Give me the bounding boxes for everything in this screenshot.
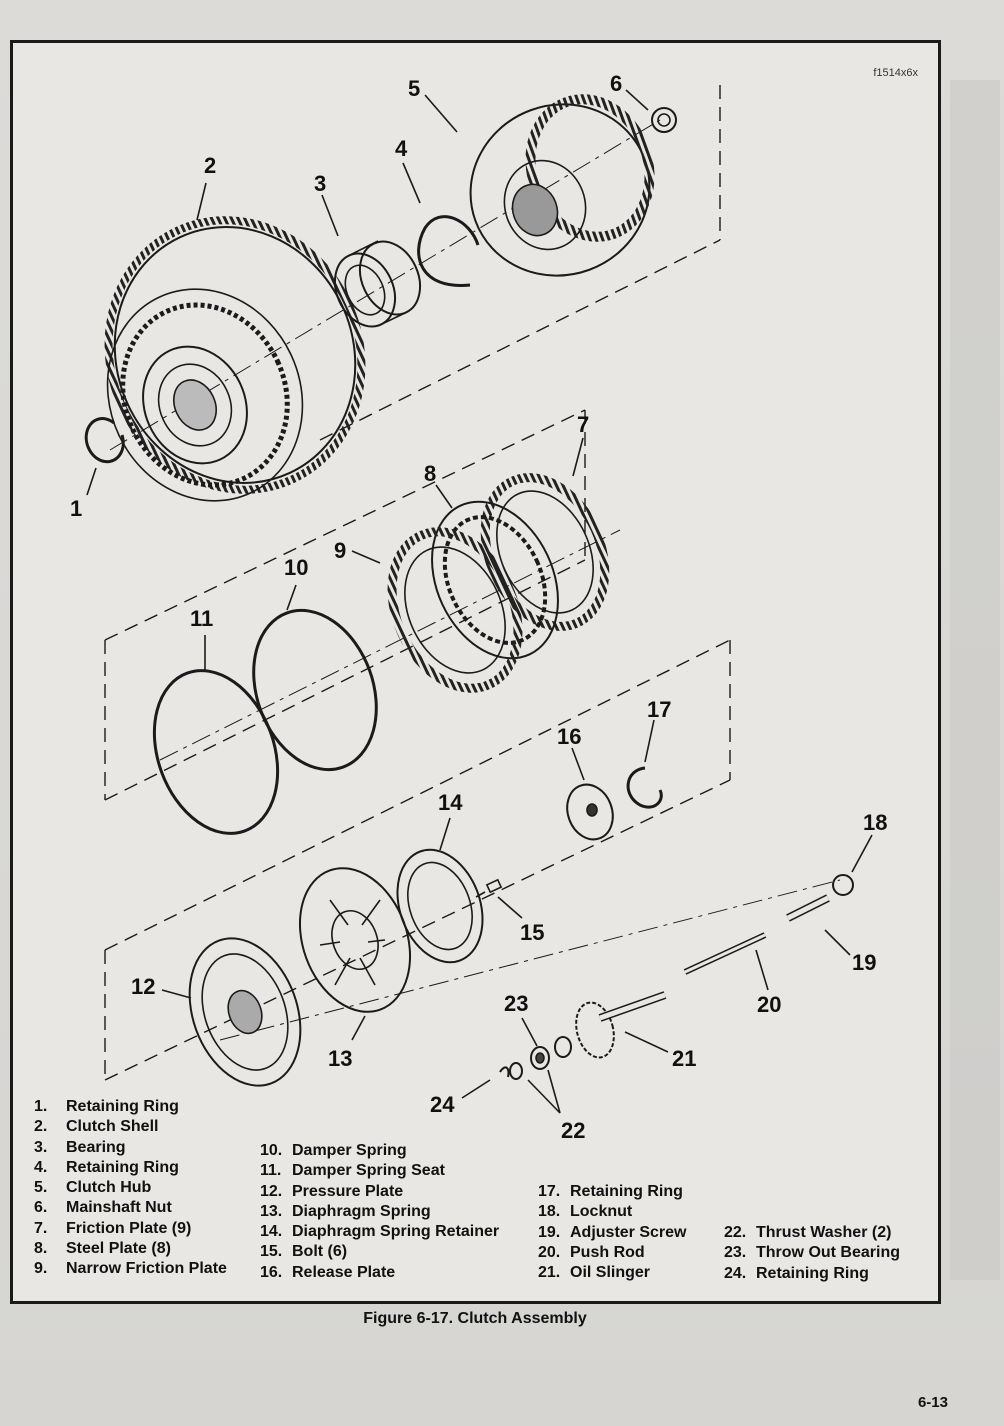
callout-1: 1 <box>70 496 83 521</box>
release-plate <box>566 783 614 841</box>
legend-item: 10.Damper Spring <box>260 1142 407 1159</box>
callout-2: 2 <box>204 153 217 178</box>
legend-item: 16.Release Plate <box>260 1263 396 1281</box>
legend-item: 18.Locknut <box>538 1203 633 1221</box>
bleed-through-text <box>950 80 1000 1280</box>
callout-6: 6 <box>610 71 623 96</box>
callout-3: 3 <box>314 171 327 196</box>
callout-9: 9 <box>334 538 347 563</box>
retaining-ring-1 <box>84 417 125 464</box>
damper-spring-seat <box>152 669 280 835</box>
legend-item: 2.Clutch Shell <box>34 1118 159 1136</box>
diaphragm-spring-retainer <box>396 848 484 964</box>
thrust-washers-and-throw-out-bearing <box>509 1036 572 1080</box>
legend-column-2: 10.Damper Spring 11.Damper Spring Seat 1… <box>260 1141 499 1283</box>
legend-item: 1.Retaining Ring <box>34 1098 179 1115</box>
legend-item: 20.Push Rod <box>538 1243 645 1261</box>
callout-24: 24 <box>430 1092 455 1117</box>
mainshaft-nut <box>651 107 677 133</box>
legend-item: 3.Bearing <box>34 1138 126 1156</box>
legend-item: 13.Diaphragm Spring <box>260 1202 431 1220</box>
leader-lines <box>86 89 873 1114</box>
push-rod <box>683 932 767 975</box>
callout-22: 22 <box>561 1118 586 1143</box>
legend-item: 21.Oil Slinger <box>538 1264 651 1282</box>
legend-item: 9.Narrow Friction Plate <box>34 1260 227 1278</box>
callout-18: 18 <box>863 810 888 835</box>
callout-10: 10 <box>284 555 309 580</box>
legend-item: 4.Retaining Ring <box>34 1158 179 1176</box>
legend-item: 8.Steel Plate (8) <box>34 1240 171 1258</box>
locknut <box>832 874 854 896</box>
figure-frame: f1514x6x <box>10 40 941 1304</box>
figure-caption: Figure 6-17. Clutch Assembly <box>363 1310 587 1327</box>
callout-17: 17 <box>647 697 672 722</box>
callout-14: 14 <box>438 790 463 815</box>
callout-5: 5 <box>408 76 421 101</box>
diaphragm-spring <box>298 867 412 1013</box>
bolt <box>475 878 503 898</box>
figure-code: f1514x6x <box>873 67 918 79</box>
callout-15: 15 <box>520 920 545 945</box>
legend-item: 24.Retaining Ring <box>724 1264 869 1282</box>
clutch-hub <box>469 94 655 277</box>
retaining-ring-17 <box>626 766 663 809</box>
page-number: 6-13 <box>917 1394 948 1411</box>
callout-23: 23 <box>504 991 529 1016</box>
legend-item: 15.Bolt (6) <box>260 1243 348 1261</box>
legend-item: 7.Friction Plate (9) <box>34 1219 192 1237</box>
callout-13: 13 <box>328 1046 353 1071</box>
legend-item: 11.Damper Spring Seat <box>260 1162 445 1180</box>
legend-column-1: 1.Retaining Ring 2.Clutch Shell 3.Bearin… <box>34 1097 227 1280</box>
pressure-plate <box>188 937 302 1087</box>
clutch-shell <box>104 216 366 502</box>
bearing <box>333 240 422 328</box>
legend-item: 23.Throw Out Bearing <box>724 1244 900 1262</box>
legend-item: 22.Thrust Washer (2) <box>724 1224 892 1241</box>
legend-column-4: 22.Thrust Washer (2) 23.Throw Out Bearin… <box>724 1223 900 1284</box>
legend-item: 17.Retaining Ring <box>538 1183 683 1200</box>
callout-8: 8 <box>424 461 437 486</box>
legend-item: 19.Adjuster Screw <box>538 1223 687 1241</box>
assembly-boundary-dashed <box>104 85 731 1081</box>
callout-11: 11 <box>190 606 214 631</box>
retaining-ring-4 <box>417 215 480 287</box>
callout-20: 20 <box>757 992 782 1017</box>
callout-4: 4 <box>395 136 408 161</box>
friction-and-steel-plates <box>387 473 610 693</box>
oil-slinger <box>575 991 667 1059</box>
callout-19: 19 <box>852 950 877 975</box>
legend-item: 5.Clutch Hub <box>34 1179 152 1197</box>
callout-21: 21 <box>672 1046 697 1071</box>
legend-item: 6.Mainshaft Nut <box>34 1199 172 1217</box>
adjuster-screw <box>786 894 830 922</box>
retaining-ring-24 <box>499 1066 510 1078</box>
legend-column-3: 17.Retaining Ring 18.Locknut 19.Adjuster… <box>538 1182 686 1283</box>
damper-spring <box>252 608 378 772</box>
callout-7: 7 <box>577 412 590 437</box>
callout-12: 12 <box>131 974 156 999</box>
legend-item: 12.Pressure Plate <box>260 1182 404 1200</box>
callout-16: 16 <box>557 724 582 749</box>
legend-item: 14.Diaphragm Spring Retainer <box>260 1223 500 1241</box>
